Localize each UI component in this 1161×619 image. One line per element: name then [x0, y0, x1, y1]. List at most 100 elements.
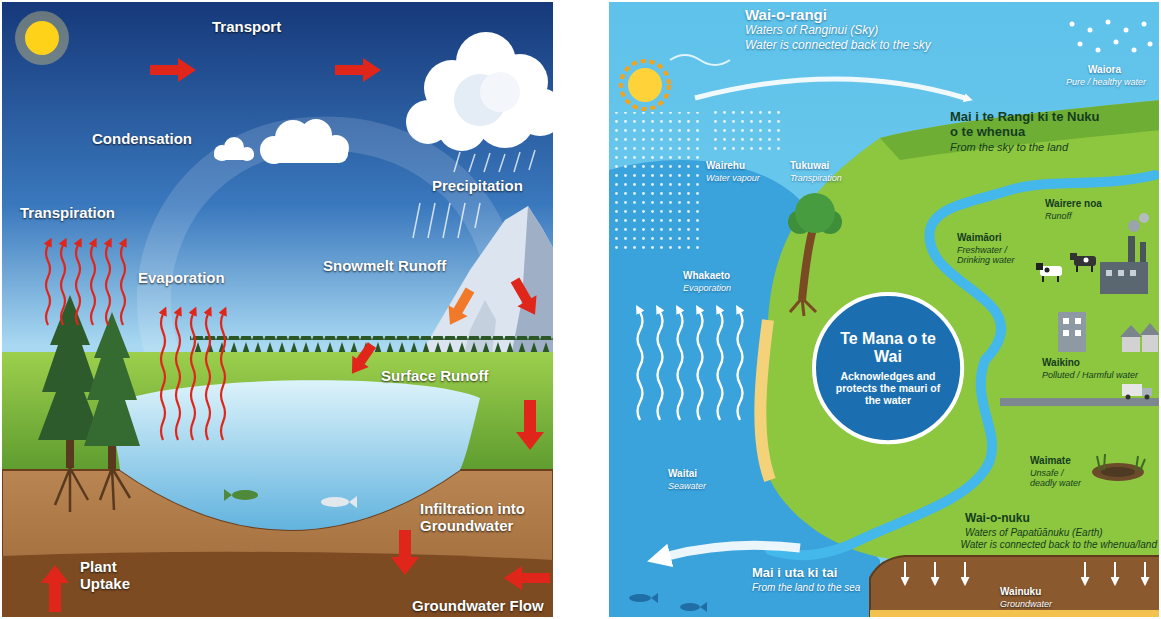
cow [1084, 258, 1089, 263]
circle-outline [811, 291, 965, 445]
text-label: Waiora [1088, 64, 1121, 76]
factory [1128, 220, 1140, 232]
transport-arrow [335, 58, 381, 82]
text-label: Plant Uptake [80, 558, 144, 593]
rain [454, 152, 460, 172]
rain [443, 203, 450, 238]
infiltration-arrow [934, 562, 936, 578]
text-label: Infiltration into Groundwater [420, 500, 552, 535]
fish [224, 489, 232, 501]
fish [349, 496, 357, 508]
conifer-tree [38, 295, 140, 512]
sun [628, 68, 662, 102]
rain-drops [1132, 48, 1137, 53]
conifer-tree [55, 468, 130, 512]
ground-layer [870, 556, 1159, 617]
conifer-tree [38, 295, 102, 440]
fish [629, 594, 651, 602]
fish [232, 490, 258, 500]
text-label: Wai-o-nuku [965, 512, 1030, 526]
cow [1070, 253, 1077, 260]
circle-outline [814, 294, 962, 442]
rain-drops [1070, 22, 1075, 27]
infiltration-arrow [1114, 562, 1116, 578]
text-label: Wai-o-rangi [745, 6, 827, 23]
snowmelt-arrow [505, 275, 544, 321]
rain-drops [1096, 48, 1101, 53]
circle-body-text: Acknowledges and protects the mauri of t… [832, 370, 944, 406]
snowmelt-arrow [505, 275, 544, 321]
cloud [214, 150, 254, 160]
sun [621, 61, 669, 109]
conifer-tree [66, 438, 74, 468]
truck [1122, 384, 1142, 396]
rain-drops [1088, 28, 1093, 33]
evaporation-arrow [221, 314, 225, 440]
sun [621, 61, 669, 109]
text-label: From the land to the sea [752, 582, 860, 594]
text-label: Polluted / Harmful water [1042, 370, 1138, 380]
text-label: Evaporation [683, 283, 731, 293]
text-label: Snowmelt Runoff [323, 257, 446, 274]
water-vapour-dots [712, 110, 782, 154]
cow [1074, 256, 1096, 266]
text-label: Transpiration [20, 204, 115, 221]
building [1063, 330, 1069, 336]
cow [1077, 266, 1092, 272]
rain [428, 203, 435, 238]
factory [1106, 270, 1112, 276]
rain [484, 153, 490, 172]
text-label: Wairere noa [1045, 198, 1102, 210]
house [1120, 325, 1142, 337]
building [1063, 318, 1069, 324]
truck [1122, 384, 1152, 400]
building [1075, 330, 1081, 336]
fish [680, 603, 700, 611]
house [1142, 335, 1158, 352]
native-tree [788, 193, 842, 316]
circle-body: Te Mana o te WaiAcknowledges and protect… [811, 291, 965, 445]
text-label: Evaporation [138, 269, 225, 286]
factory [1128, 236, 1135, 262]
truck [1145, 395, 1150, 400]
text-label: Mai i uta ki tai [752, 566, 837, 581]
text-label: Water is connected back to the whenua/la… [960, 539, 1157, 551]
unsafe-pond [1092, 454, 1145, 481]
hill [880, 100, 1159, 160]
text-label: Wainuku [1000, 586, 1041, 598]
text-label: Tukuwai [790, 160, 829, 172]
text-label: Wairehu [706, 160, 745, 172]
rain-drops [1148, 42, 1153, 47]
text-label: Waters of Papatūānuku (Earth) [965, 527, 1103, 539]
infiltration-arrow [1144, 562, 1146, 578]
native-tree [795, 193, 835, 233]
evaporation-arrow [191, 314, 195, 440]
text-label: Pure / healthy water [1066, 77, 1146, 87]
text-label: Waikino [1042, 357, 1080, 369]
truck [1126, 395, 1131, 400]
text-label: Waimāori [957, 232, 1002, 244]
text-label: Transport [212, 18, 281, 35]
text-label: Waimate [1030, 455, 1071, 467]
cow [1036, 253, 1096, 282]
rain [413, 203, 420, 238]
conifer-tree [84, 312, 140, 446]
transpiration-arrow [61, 245, 65, 325]
evaporation-arrow [678, 312, 683, 420]
flow-arrow [41, 565, 69, 612]
cloud [214, 32, 553, 164]
evaporation-arrow [206, 314, 210, 440]
sun [15, 11, 69, 65]
building [1075, 318, 1081, 324]
cloud [262, 145, 348, 163]
text-label: Groundwater Flow [412, 597, 544, 614]
unsafe-pond [1101, 467, 1135, 477]
text-label: Transpiration [790, 173, 842, 183]
building [1058, 312, 1086, 352]
transpiration-arrow [46, 245, 50, 325]
rain [529, 150, 535, 170]
cloud [480, 72, 520, 112]
text-label: Seawater [668, 481, 706, 491]
